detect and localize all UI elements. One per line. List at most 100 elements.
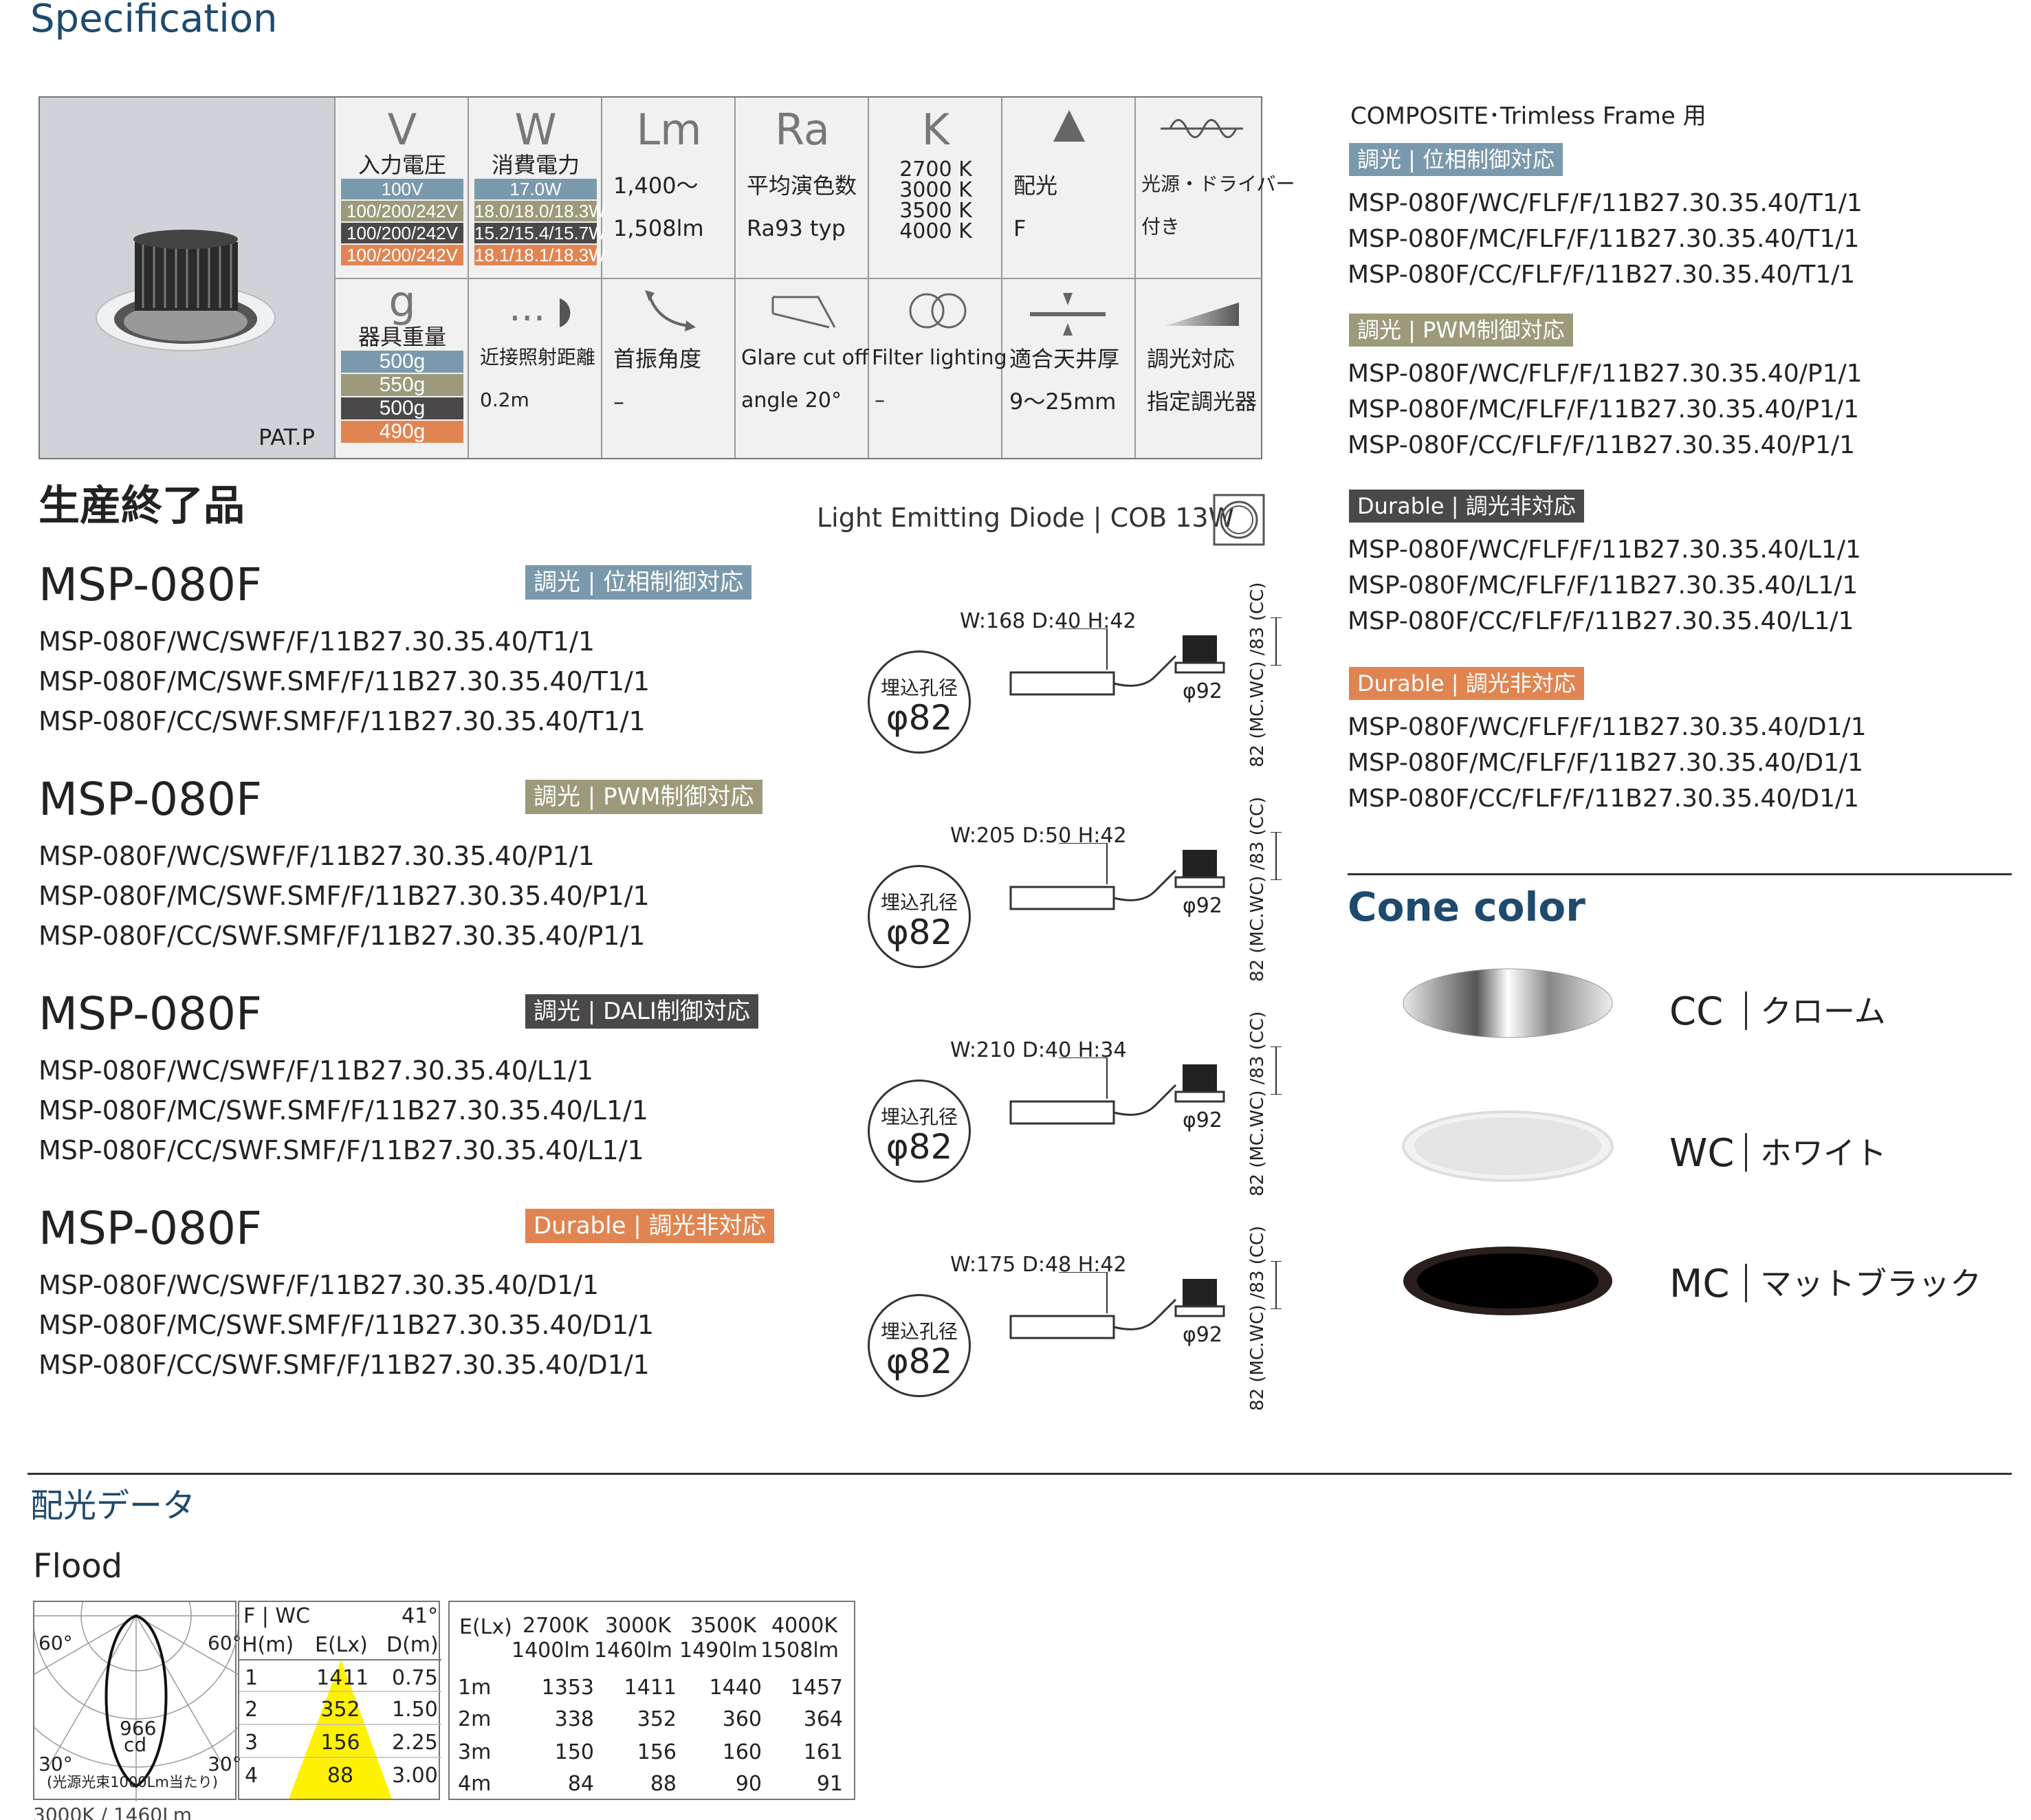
lux-temp-header: 3000K bbox=[605, 1614, 672, 1638]
cone-diameter: φ92 bbox=[1183, 1323, 1222, 1347]
hole-label: 埋込孔径 bbox=[880, 1320, 958, 1343]
flood-diameter: 3.00 bbox=[392, 1764, 438, 1788]
cone-chrome-image bbox=[1403, 968, 1613, 1038]
cone-code-mc: MC bbox=[1669, 1262, 1730, 1306]
weight-cell: g 器具重量 500g 550g 500g 490g bbox=[336, 279, 469, 459]
model-name: MSP-080F bbox=[39, 773, 262, 826]
dimming-wedge-icon bbox=[1165, 303, 1239, 326]
composite-code: MSP-080F/CC/FLF/F/11B27.30.35.40/P1/1 bbox=[1348, 431, 1856, 459]
flood-height: 3 bbox=[245, 1731, 259, 1755]
control-tag: 調光 | DALI制御対応 bbox=[525, 994, 758, 1029]
lux-lumen-header: 1400lm bbox=[512, 1638, 590, 1663]
lux-value: 338 bbox=[554, 1707, 594, 1731]
flood-height: 1 bbox=[245, 1666, 259, 1690]
driver-dimension: W:175 D:48 H:42 bbox=[950, 1253, 1127, 1277]
flood-diameter: 2.25 bbox=[392, 1731, 438, 1755]
flood-diameter: 0.75 bbox=[392, 1666, 438, 1690]
lux-row-height: 4m bbox=[458, 1772, 492, 1796]
lux-value: 360 bbox=[722, 1707, 762, 1731]
cone-matte-black-image bbox=[1403, 1247, 1612, 1315]
composite-code: MSP-080F/CC/FLF/F/11B27.30.35.40/D1/1 bbox=[1348, 785, 1860, 813]
composite-code: MSP-080F/MC/FLF/F/11B27.30.35.40/D1/1 bbox=[1348, 749, 1863, 777]
flood-diameter: 1.50 bbox=[392, 1698, 438, 1722]
hole-label: 埋込孔径 bbox=[880, 1106, 958, 1128]
composite-code: MSP-080F/CC/FLF/F/11B27.30.35.40/T1/1 bbox=[1348, 261, 1856, 289]
near-distance-cell: ... 近接照射距離 0.2m bbox=[480, 285, 596, 411]
kelvin-cell: K 2700 K 3000 K 3500 K 4000 K bbox=[899, 105, 972, 243]
composite-heading: COMPOSITE･Trimless Frame 用 bbox=[1350, 102, 1706, 130]
lux-value: 156 bbox=[637, 1740, 677, 1764]
driver-fixture-diagram bbox=[1009, 628, 1225, 696]
lux-row-height: 1m bbox=[458, 1676, 492, 1700]
flood-lux: 88 bbox=[327, 1764, 354, 1788]
cone-title: Cone color bbox=[1348, 884, 1585, 930]
product-code: MSP-080F/WC/SWF/F/11B27.30.35.40/D1/1 bbox=[39, 1270, 600, 1300]
composite-tag: Durable | 調光非対応 bbox=[1349, 490, 1584, 523]
product-photo: PAT.P bbox=[40, 98, 334, 458]
height-dimension: 82 (MC.WC) /83 (CC) bbox=[1247, 1225, 1268, 1411]
near-distance-icon: ... bbox=[509, 285, 546, 330]
filter-circles-icon bbox=[909, 293, 967, 329]
lux-value: 88 bbox=[650, 1772, 677, 1796]
ceiling-thickness-icon bbox=[1030, 293, 1106, 336]
lux-temp-header: 4000K bbox=[771, 1614, 838, 1638]
voltage-cell: V 入力電圧 100V 100/200/242V 100/200/242V 10… bbox=[336, 98, 469, 278]
flood-lux: 156 bbox=[320, 1731, 360, 1755]
discontinued-label: 生産終了品 bbox=[39, 482, 245, 530]
filter-cell: Filter lighting – bbox=[869, 279, 1007, 459]
hole-value: φ82 bbox=[886, 912, 953, 952]
lux-value: 150 bbox=[554, 1740, 594, 1764]
model-name: MSP-080F bbox=[39, 987, 262, 1040]
glare-cutoff-icon bbox=[771, 296, 836, 329]
hole-value: φ82 bbox=[886, 1341, 953, 1381]
product-code: MSP-080F/WC/SWF/F/11B27.30.35.40/L1/1 bbox=[39, 1055, 594, 1086]
led-info: Light Emitting Diode | COB 13W bbox=[817, 503, 1235, 533]
distribution-cell: 配光 F bbox=[1002, 98, 1136, 278]
product-code: MSP-080F/MC/SWF.SMF/F/11B27.30.35.40/D1/… bbox=[39, 1310, 655, 1340]
control-tag: Durable | 調光非対応 bbox=[525, 1209, 774, 1243]
driver-fixture-diagram bbox=[1009, 1057, 1225, 1125]
hole-value: φ82 bbox=[886, 698, 953, 738]
composite-code: MSP-080F/MC/FLF/F/11B27.30.35.40/T1/1 bbox=[1348, 225, 1860, 253]
cone-code-cc: CC bbox=[1669, 989, 1724, 1034]
product-code: MSP-080F/WC/SWF/F/11B27.30.35.40/P1/1 bbox=[39, 841, 595, 871]
height-dimension: 82 (MC.WC) /83 (CC) bbox=[1247, 1011, 1268, 1196]
composite-code: MSP-080F/CC/FLF/F/11B27.30.35.40/L1/1 bbox=[1348, 607, 1854, 635]
product-code: MSP-080F/MC/SWF.SMF/F/11B27.30.35.40/P1/… bbox=[39, 881, 650, 911]
lux-row-height: 3m bbox=[458, 1740, 492, 1764]
product-code: MSP-080F/CC/SWF.SMF/F/11B27.30.35.40/P1/… bbox=[39, 921, 646, 951]
lux-lumen-header: 1508lm bbox=[760, 1638, 839, 1663]
ra-cell: Ra 平均演色数 Ra93 typ bbox=[747, 105, 857, 241]
lux-row-height: 2m bbox=[458, 1707, 492, 1731]
driver-dimension: W:205 D:50 H:42 bbox=[950, 824, 1127, 848]
control-tag: 調光 | 位相制御対応 bbox=[525, 565, 752, 600]
dimmer-cell: 調光対応 指定調光器 bbox=[1136, 279, 1269, 459]
cone-diameter: φ92 bbox=[1183, 894, 1222, 918]
composite-tag: 調光 | 位相制御対応 bbox=[1349, 143, 1563, 176]
composite-tag: 調光 | PWM制御対応 bbox=[1349, 314, 1573, 347]
lux-value: 91 bbox=[816, 1772, 843, 1796]
beam-triangle-icon bbox=[1053, 110, 1085, 142]
ceiling-cell: 適合天井厚 9〜25mm bbox=[1002, 279, 1136, 459]
photometric-title: 配光データ bbox=[30, 1487, 196, 1525]
hole-label: 埋込孔径 bbox=[880, 891, 958, 914]
sine-wave-icon bbox=[1161, 119, 1243, 138]
model-name: MSP-080F bbox=[39, 558, 262, 611]
lux-value: 1353 bbox=[541, 1676, 594, 1700]
hole-value: φ82 bbox=[886, 1127, 953, 1167]
glare-cell: Glare cut off angle 20° bbox=[736, 279, 869, 459]
driver-dimension: W:210 D:40 H:34 bbox=[950, 1038, 1127, 1062]
polar-caption: 3000K / 1460Lm bbox=[33, 1803, 192, 1820]
page-title: Specification bbox=[30, 0, 278, 41]
lux-value: 352 bbox=[637, 1707, 677, 1731]
downlight-image bbox=[96, 230, 276, 351]
composite-code: MSP-080F/MC/FLF/F/11B27.30.35.40/P1/1 bbox=[1348, 395, 1859, 424]
product-code: MSP-080F/CC/SWF.SMF/F/11B27.30.35.40/T1/… bbox=[39, 706, 646, 736]
lux-value: 1457 bbox=[790, 1676, 843, 1700]
driver-cell: 光源・ドライバー 付き bbox=[1136, 98, 1295, 278]
product-code: MSP-080F/MC/SWF.SMF/F/11B27.30.35.40/L1/… bbox=[39, 1095, 648, 1126]
height-dimension: 82 (MC.WC) /83 (CC) bbox=[1247, 582, 1268, 767]
